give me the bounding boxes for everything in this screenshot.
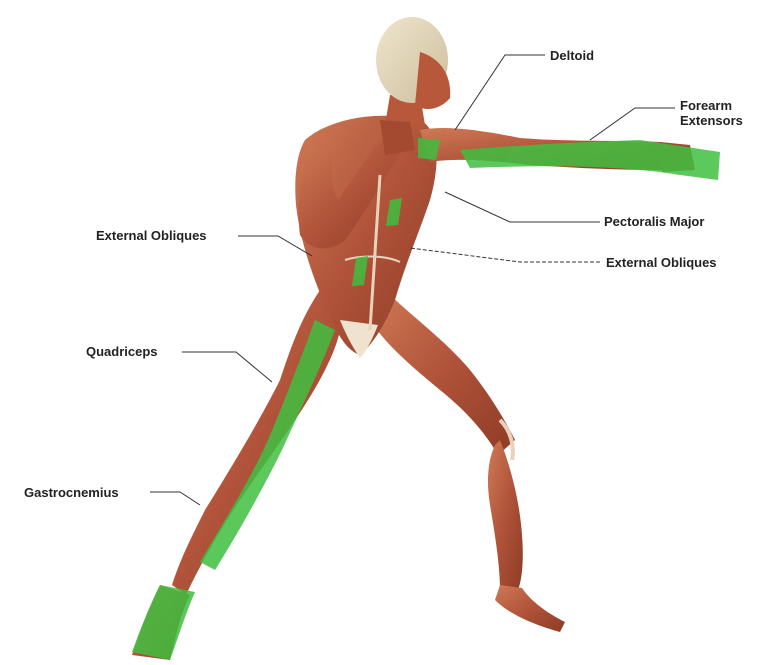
gastrocnemius-leader (150, 492, 200, 505)
label-external-obliques-right: External Obliques (606, 255, 717, 270)
label-obliques-left-text: External Obliques (96, 228, 207, 243)
label-deltoid-text: Deltoid (550, 48, 594, 63)
label-forearm-line1: Forearm (680, 98, 743, 113)
label-forearm-extensors: Forearm Extensors (680, 98, 743, 128)
label-quadriceps-text: Quadriceps (86, 344, 158, 359)
obliques-right-leader (410, 248, 600, 262)
right-shin (488, 440, 523, 590)
quadriceps-leader (182, 352, 272, 382)
gastrocnemius-highlight (132, 585, 195, 660)
label-forearm-line2: Extensors (680, 113, 743, 128)
guard-fist (380, 120, 415, 155)
forearm-leader (590, 108, 675, 140)
deltoid-leader (455, 55, 545, 130)
label-gastrocnemius-text: Gastrocnemius (24, 485, 119, 500)
label-obliques-right-text: External Obliques (606, 255, 717, 270)
obliques-left-leader (238, 236, 312, 256)
label-deltoid: Deltoid (550, 48, 594, 63)
right-foot (495, 585, 565, 632)
label-gastrocnemius: Gastrocnemius (24, 485, 119, 500)
quadriceps-highlight (200, 320, 335, 570)
pectoralis-leader (445, 192, 600, 222)
label-pectoralis-major: Pectoralis Major (604, 214, 704, 229)
label-pectoralis-text: Pectoralis Major (604, 214, 704, 229)
label-external-obliques-left: External Obliques (96, 228, 207, 243)
label-quadriceps: Quadriceps (86, 344, 158, 359)
right-thigh (368, 290, 515, 455)
